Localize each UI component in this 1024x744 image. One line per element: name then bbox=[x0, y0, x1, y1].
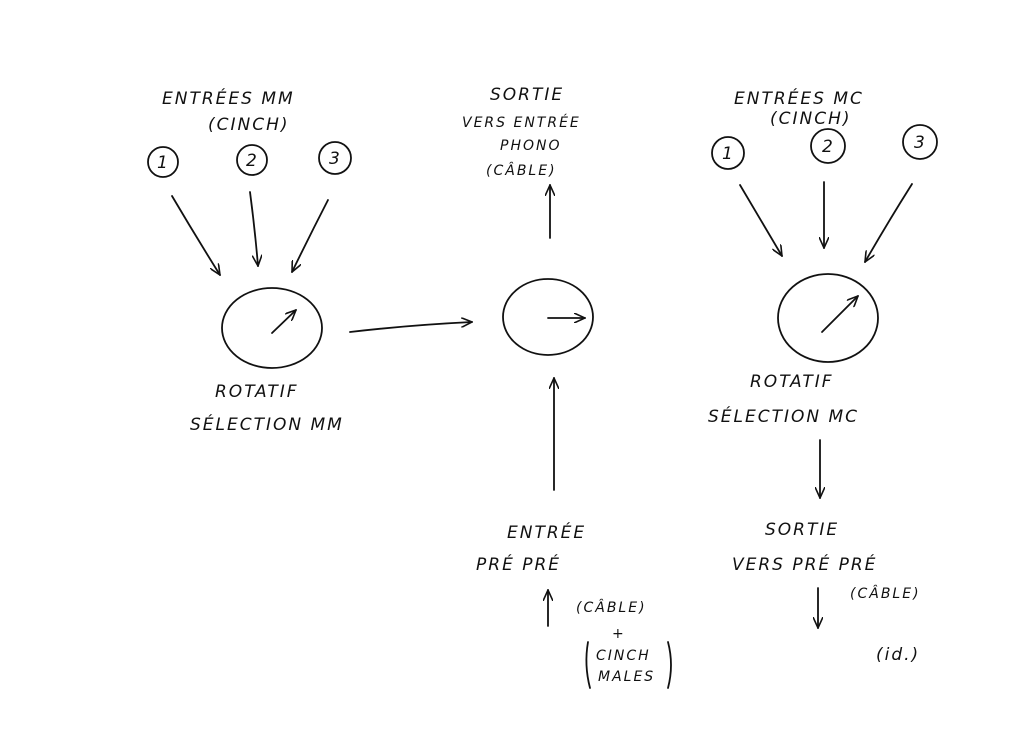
mc-selector-line2: SÉLECTION MC bbox=[708, 405, 859, 427]
center-knob bbox=[502, 278, 594, 356]
prepre-output-note: (id.) bbox=[876, 645, 920, 665]
phono-output-line4: (CÂBLE) bbox=[486, 161, 557, 179]
prepre-input-cinch: CINCH bbox=[596, 648, 651, 664]
mc-selector-knob bbox=[777, 273, 879, 363]
svg-text:3: 3 bbox=[329, 149, 342, 169]
mc-selector-line1: ROTATIF bbox=[750, 372, 834, 392]
mm-selector-knob bbox=[221, 287, 323, 369]
mm-inputs-title: ENTRÉES MM bbox=[162, 87, 295, 109]
mm-inputs-subtitle: (CINCH) bbox=[208, 115, 290, 135]
mc-inputs-subtitle: (CINCH) bbox=[770, 109, 852, 129]
svg-text:3: 3 bbox=[914, 133, 927, 153]
prepre-input-plus: + bbox=[612, 626, 626, 642]
prepre-output-cable: (CÂBLE) bbox=[850, 584, 921, 602]
prepre-output-line1: SORTIE bbox=[765, 520, 839, 540]
mm-selector-line1: ROTATIF bbox=[215, 382, 299, 402]
arrow-mm3 bbox=[291, 199, 329, 272]
arrow-mc3 bbox=[865, 183, 913, 262]
prepre-input-males: MALES bbox=[598, 669, 655, 685]
prepre-output-line2: VERS PRÉ PRÉ bbox=[732, 553, 877, 575]
svg-text:1: 1 bbox=[157, 153, 170, 173]
phono-output-line3: PHONO bbox=[500, 138, 561, 154]
svg-text:2: 2 bbox=[822, 137, 835, 157]
arrow-mc1 bbox=[739, 184, 782, 256]
mc-input-3: 3 bbox=[902, 124, 938, 160]
prepre-input-cable: (CÂBLE) bbox=[576, 598, 647, 616]
mc-input-1: 1 bbox=[711, 136, 745, 170]
paren-right bbox=[667, 641, 672, 689]
paren-left bbox=[585, 641, 591, 689]
mm-knob-pointer-icon bbox=[271, 310, 296, 334]
prepre-input-line2: PRÉ PRÉ bbox=[476, 553, 561, 575]
mc-input-2: 2 bbox=[810, 128, 846, 164]
phono-output-line1: SORTIE bbox=[490, 85, 564, 105]
svg-text:1: 1 bbox=[722, 144, 735, 164]
mc-inputs-title: ENTRÉES MC bbox=[734, 87, 864, 109]
mm-input-3: 3 bbox=[318, 141, 352, 175]
mm-input-1: 1 bbox=[147, 146, 179, 178]
mm-selector-line2: SÉLECTION MM bbox=[190, 413, 344, 435]
svg-text:2: 2 bbox=[246, 151, 259, 171]
prepre-input-line1: ENTRÉE bbox=[507, 521, 586, 543]
phono-output-line2: VERS ENTRÉE bbox=[462, 114, 581, 131]
mm-input-2: 2 bbox=[236, 144, 268, 176]
arrow-mm-to-center bbox=[349, 322, 472, 333]
arrow-mm2 bbox=[249, 191, 258, 266]
arrow-mm1 bbox=[171, 195, 220, 275]
mc-knob-pointer-icon bbox=[821, 296, 858, 333]
